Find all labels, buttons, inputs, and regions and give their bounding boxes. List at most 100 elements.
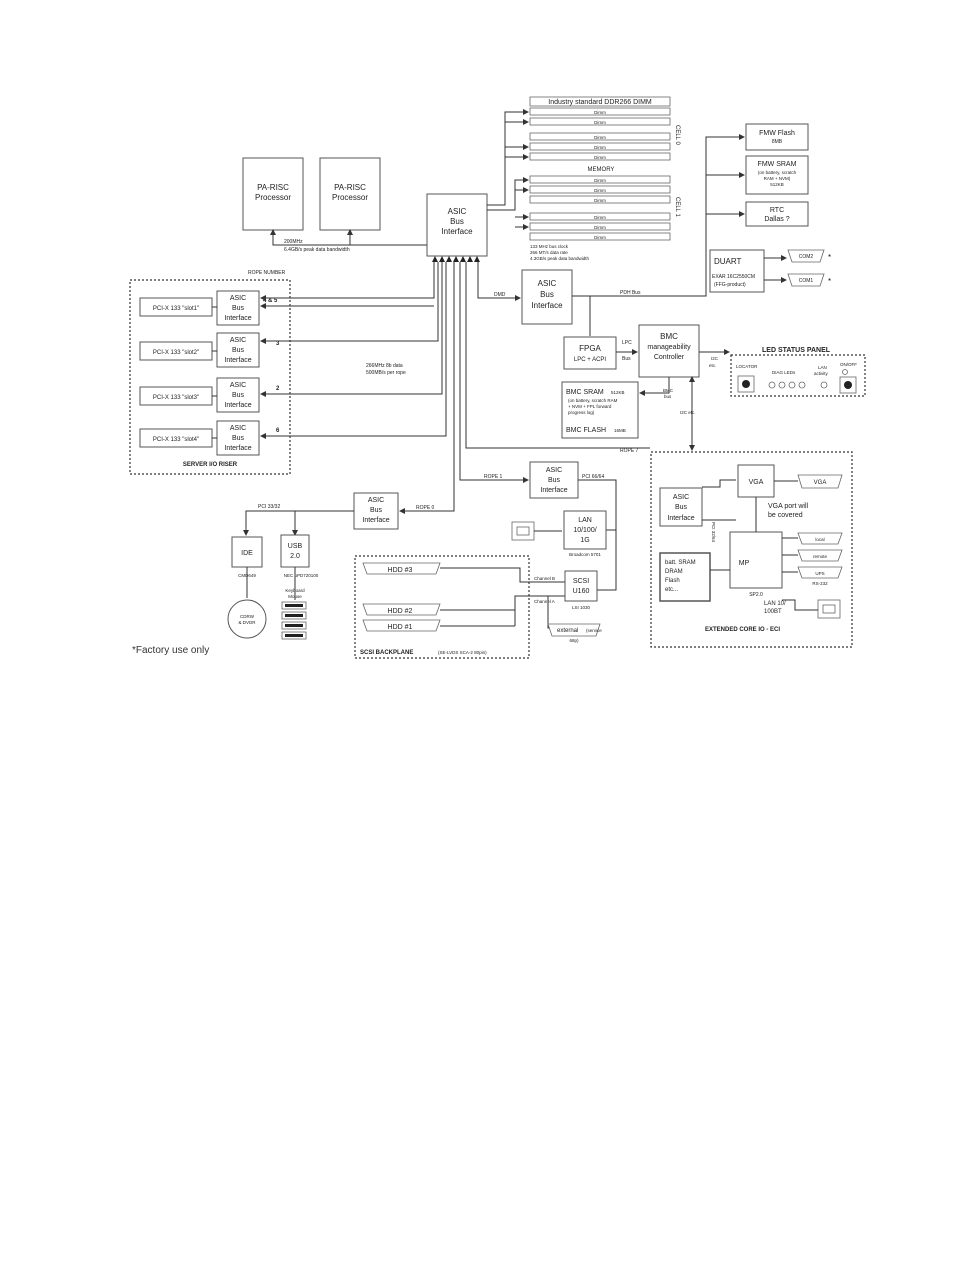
svg-text:COM2: COM2 xyxy=(799,254,814,260)
svg-text:Bus: Bus xyxy=(675,504,688,511)
rope-speed-1: 266MHz 8b data xyxy=(366,363,403,369)
svg-text:batt. SRAM: batt. SRAM xyxy=(665,560,696,566)
svg-text:ASIC: ASIC xyxy=(538,279,557,288)
svg-text:Bus: Bus xyxy=(232,305,245,312)
duart: DUART EXAR 16C2550CM (FFG-product) xyxy=(709,249,765,293)
svg-text:LOCATOR: LOCATOR xyxy=(736,364,758,369)
svg-text:COM1: COM1 xyxy=(799,278,814,284)
svg-text:ASIC: ASIC xyxy=(368,497,384,504)
rtc: RTC Dallas ? xyxy=(745,201,809,227)
proc-bus-speed: 200MHz xyxy=(284,239,303,245)
svg-text:FMW SRAM: FMW SRAM xyxy=(758,161,797,168)
svg-text:4 & 5: 4 & 5 xyxy=(263,298,278,304)
svg-text:ASIC: ASIC xyxy=(673,494,689,501)
batt-sram: batt. SRAM DRAM Flash etc... xyxy=(659,552,711,602)
rope-speed-2: 500MB/s per rope xyxy=(366,370,406,376)
svg-text:3: 3 xyxy=(276,341,280,347)
svg-text:FMW Flash: FMW Flash xyxy=(759,130,795,137)
pci-3264-label: PCI 32/64 xyxy=(711,522,716,543)
slot-4: PCI-X 133 "slot4" ASIC Bus Interface 6 xyxy=(139,420,280,456)
rope-number-label: ROPE NUMBER xyxy=(248,270,286,276)
lan-port-icon xyxy=(511,521,535,541)
processor-2: PA-RISC Processor xyxy=(319,157,381,231)
eci-frame xyxy=(650,451,853,648)
eci-lan-port-icon xyxy=(817,599,841,619)
svg-text:(FFG-product): (FFG-product) xyxy=(714,282,746,288)
svg-text:Dimm: Dimm xyxy=(594,188,606,193)
external-scsi-port: external (service 68p) xyxy=(547,623,602,643)
svg-text:UPS: UPS xyxy=(815,571,824,576)
svg-text:(service: (service xyxy=(586,628,602,633)
mem-note-1: 133 MHz bus clock xyxy=(530,244,569,249)
processor-1: PA-RISC Processor xyxy=(242,157,304,231)
scsi-channel-a: Channel A xyxy=(534,599,555,604)
svg-text:VGA: VGA xyxy=(814,480,827,486)
cdrw-dvdr-drive: CDRW & DVDR xyxy=(227,599,267,639)
asic-eci: ASIC Bus Interface xyxy=(659,487,703,527)
eci-lan-2: 100BT xyxy=(764,609,782,615)
hdd-1: HDD #1 xyxy=(362,619,441,632)
slot-3: PCI-X 133 "slot3" ASIC Bus Interface 2 xyxy=(139,377,280,413)
scsi-backplane-sub: (SE-LVDS SCA-2 80pin) xyxy=(438,650,487,655)
svg-text:Dimm: Dimm xyxy=(594,235,606,240)
svg-text:512KB: 512KB xyxy=(611,390,625,395)
svg-text:VGA: VGA xyxy=(749,479,764,486)
asic-main: ASIC Bus Interface xyxy=(426,193,488,257)
svg-text:PCI-X 133 "slot2": PCI-X 133 "slot2" xyxy=(153,350,199,356)
svg-text:Processor: Processor xyxy=(332,193,368,202)
bmc-bus-2: bus xyxy=(664,394,672,399)
svg-text:DUART: DUART xyxy=(714,257,742,266)
dimm-header: Industry standard DDR266 DIMM xyxy=(529,96,671,107)
svg-text:Dimm: Dimm xyxy=(594,145,606,150)
svg-text:SP2.0: SP2.0 xyxy=(749,592,763,598)
cell1-label: CELL 1 xyxy=(674,197,680,217)
svg-text:Dimm: Dimm xyxy=(594,198,606,203)
dmd-label: DMD xyxy=(494,292,506,298)
i2c-b: etc. xyxy=(709,363,716,368)
mp-serial-ports: local remote UPS RS-232 xyxy=(782,532,843,586)
svg-text:HDD #3: HDD #3 xyxy=(388,567,413,574)
svg-text:PA-RISC: PA-RISC xyxy=(257,183,289,192)
svg-text:RTC: RTC xyxy=(770,207,784,214)
svg-text:PCI-X 133 "slot4": PCI-X 133 "slot4" xyxy=(153,437,199,443)
svg-text:FPGA: FPGA xyxy=(579,344,601,353)
svg-text:LED STATUS PANEL: LED STATUS PANEL xyxy=(762,347,831,354)
svg-text:Interface: Interface xyxy=(224,315,251,322)
memory-label: MEMORY xyxy=(588,167,615,173)
svg-text:Bus: Bus xyxy=(548,477,561,484)
svg-text:10/100/: 10/100/ xyxy=(573,527,596,534)
svg-text:Interface: Interface xyxy=(531,301,563,310)
usb-controller: USB 2.0 NEC uPD720100 Keyboard Mouse xyxy=(280,534,319,599)
i2c-a: I2C xyxy=(711,356,719,361)
svg-text:Flash: Flash xyxy=(665,578,680,584)
lpc-bus-1: LPC xyxy=(622,340,632,346)
pci-3332-label: PCI 33/32 xyxy=(258,504,280,510)
bmc-controller: BMC manageability Controller xyxy=(638,324,700,378)
svg-text:Dimm: Dimm xyxy=(594,120,606,125)
memory-bus-lines xyxy=(487,109,529,230)
usb-ports xyxy=(281,601,307,640)
svg-text:16MB: 16MB xyxy=(614,428,626,433)
svg-text:BMC SRAM: BMC SRAM xyxy=(566,389,604,396)
svg-text:Dallas ?: Dallas ? xyxy=(764,216,789,223)
svg-text:2: 2 xyxy=(276,386,280,392)
svg-text:+ NVM + FPL forward: + NVM + FPL forward xyxy=(568,404,612,409)
svg-text:CDRW: CDRW xyxy=(240,614,255,619)
svg-text:IDE: IDE xyxy=(241,550,253,557)
led-status-panel: LED STATUS PANEL LOCATOR DIAG LEDs LAN a… xyxy=(730,347,866,397)
svg-text:LSI 1030: LSI 1030 xyxy=(572,605,591,610)
svg-text:*: * xyxy=(828,277,831,286)
svg-text:progress log): progress log) xyxy=(568,410,595,415)
rope-lines xyxy=(260,262,447,439)
slot-2: PCI-X 133 "slot2" ASIC Bus Interface 3 xyxy=(139,332,280,368)
svg-text:2.0: 2.0 xyxy=(290,553,300,560)
svg-text:activity: activity xyxy=(814,371,829,376)
proc-bus-bandwidth: 6.4GB/s peak data bandwidth xyxy=(284,247,350,253)
svg-text:*: * xyxy=(828,253,831,262)
svg-text:DIAG LEDs: DIAG LEDs xyxy=(772,370,796,375)
svg-text:etc...: etc... xyxy=(665,587,678,593)
hdd-2: HDD #2 xyxy=(362,603,441,616)
io-riser-title: SERVER I/O RISER xyxy=(183,462,238,468)
svg-text:Dimm: Dimm xyxy=(594,135,606,140)
svg-text:Dimm: Dimm xyxy=(594,178,606,183)
